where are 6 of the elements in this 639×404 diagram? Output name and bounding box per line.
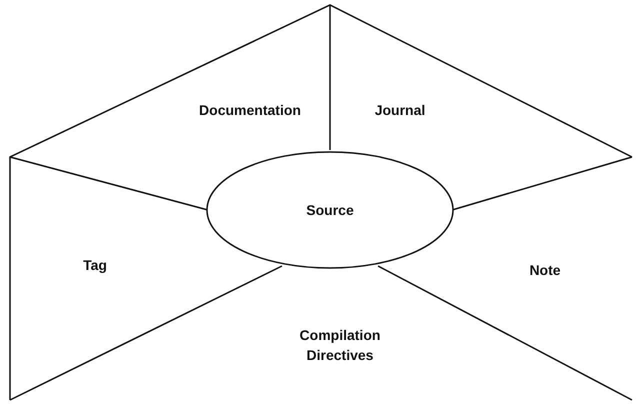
ellipse-label: Source — [306, 201, 354, 220]
region-label: Journal — [374, 101, 426, 120]
region-label: Tag — [83, 256, 107, 275]
region-label: Note — [529, 261, 561, 280]
region-label: Documentation — [199, 101, 301, 120]
region-label: Compilation Directives — [298, 326, 382, 365]
